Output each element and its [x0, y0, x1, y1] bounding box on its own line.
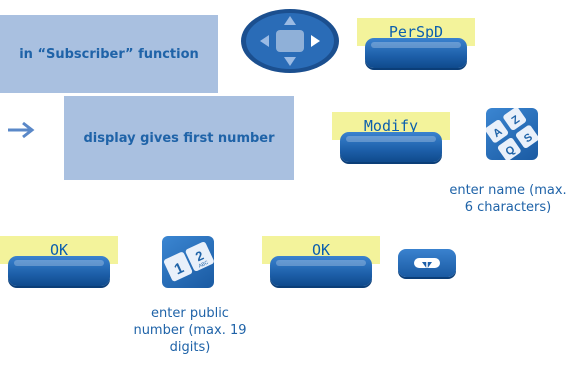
ok-softkey-2[interactable]: OK — [262, 236, 380, 290]
subscriber-function-text: in “Subscriber” function — [19, 46, 199, 62]
svg-text:ABC: ABC — [198, 260, 210, 270]
enter-number-caption: enter public number (max. 19 digits) — [133, 306, 247, 355]
perspd-button[interactable] — [365, 38, 467, 68]
handset-icon — [414, 258, 440, 269]
first-number-box: display gives first number — [64, 96, 294, 180]
numeric-keypad-icon[interactable]: 1 2 ABC — [162, 236, 214, 288]
enter-name-caption: enter name (max. 6 characters) — [449, 183, 567, 215]
navigator-icon[interactable] — [240, 8, 340, 74]
arrow-right-icon — [8, 121, 35, 139]
subscriber-function-box: in “Subscriber” function — [0, 15, 218, 93]
alpha-keypad-icon[interactable]: A Z Q S — [486, 108, 538, 160]
modify-button[interactable] — [340, 132, 442, 162]
perspd-softkey[interactable]: PerSpD — [357, 18, 475, 72]
modify-softkey[interactable]: Modify — [332, 112, 450, 166]
hang-up-icon[interactable] — [398, 249, 456, 277]
first-number-text: display gives first number — [83, 130, 275, 146]
ok-button-1[interactable] — [8, 256, 110, 286]
ok-softkey-1[interactable]: OK — [0, 236, 118, 290]
ok-button-2[interactable] — [270, 256, 372, 286]
